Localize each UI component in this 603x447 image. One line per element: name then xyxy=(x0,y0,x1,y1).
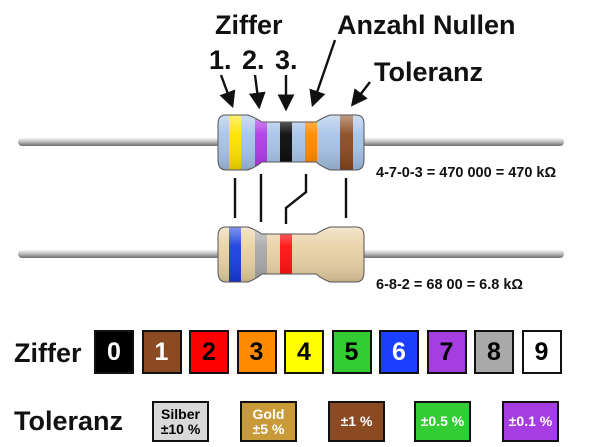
resistor1-lead-left xyxy=(18,138,220,146)
position-label-3: 3. xyxy=(275,45,298,75)
tolerance-line-1: Silber xyxy=(161,405,200,422)
tolerance-box-0: Silber±10 % xyxy=(152,401,209,442)
tolerance-box-1: Gold±5 % xyxy=(240,401,297,442)
resistor1-equation: 4-7-0-3 = 470 000 = 470 kΩ xyxy=(376,165,557,181)
digit-cell-3: 3 xyxy=(236,330,277,374)
tolerance-line-1: Gold xyxy=(252,405,285,422)
tolerance-box-2: ±1 % xyxy=(328,401,385,442)
digit-cell-4: 4 xyxy=(284,330,324,374)
toleranz-heading: Toleranz xyxy=(374,57,484,87)
resistor2-equation: 6-8-2 = 68 00 = 6.8 kΩ xyxy=(376,277,524,293)
resistor1-lead-right xyxy=(362,138,564,146)
digit-cell-6: 6 xyxy=(379,330,419,374)
position-label-2: 2. xyxy=(242,45,265,75)
tolerance-box-4: ±0.1 % xyxy=(502,401,559,442)
tolerance-title: Toleranz xyxy=(14,406,124,436)
digit-cell-0: 0 xyxy=(94,330,134,374)
ziffer-heading: Ziffer xyxy=(215,10,283,40)
tolerance-line-2: ±5 % xyxy=(252,420,285,437)
tolerance-line-1: ±0.1 % xyxy=(508,413,553,430)
resistor-1 xyxy=(217,114,365,171)
anzahl-nullen-heading: Anzahl Nullen xyxy=(337,10,516,40)
digit-cell-1: 1 xyxy=(141,330,182,374)
resistor2-lead-right xyxy=(362,250,564,258)
band-connector-lines xyxy=(233,174,348,224)
tolerance-line-1: ±0.5 % xyxy=(420,413,465,430)
digit-cell-7: 7 xyxy=(426,330,467,374)
digit-cell-8: 8 xyxy=(474,330,514,374)
tolerance-box-3: ±0.5 % xyxy=(414,401,471,442)
resistor2-lead-left xyxy=(18,250,220,258)
position-label-1: 1. xyxy=(209,45,232,75)
tolerance-line-2: ±10 % xyxy=(160,420,201,437)
resistor-diagram xyxy=(18,39,564,283)
tolerance-line-1: ±1 % xyxy=(340,413,373,430)
color-code-title: Ziffer xyxy=(14,338,82,368)
digit-cell-5: 5 xyxy=(331,330,372,374)
digit-cell-2: 2 xyxy=(189,330,229,374)
digit-cell-9: 9 xyxy=(521,330,562,374)
pointer-arrows xyxy=(219,39,371,112)
resistor-2 xyxy=(217,226,365,283)
